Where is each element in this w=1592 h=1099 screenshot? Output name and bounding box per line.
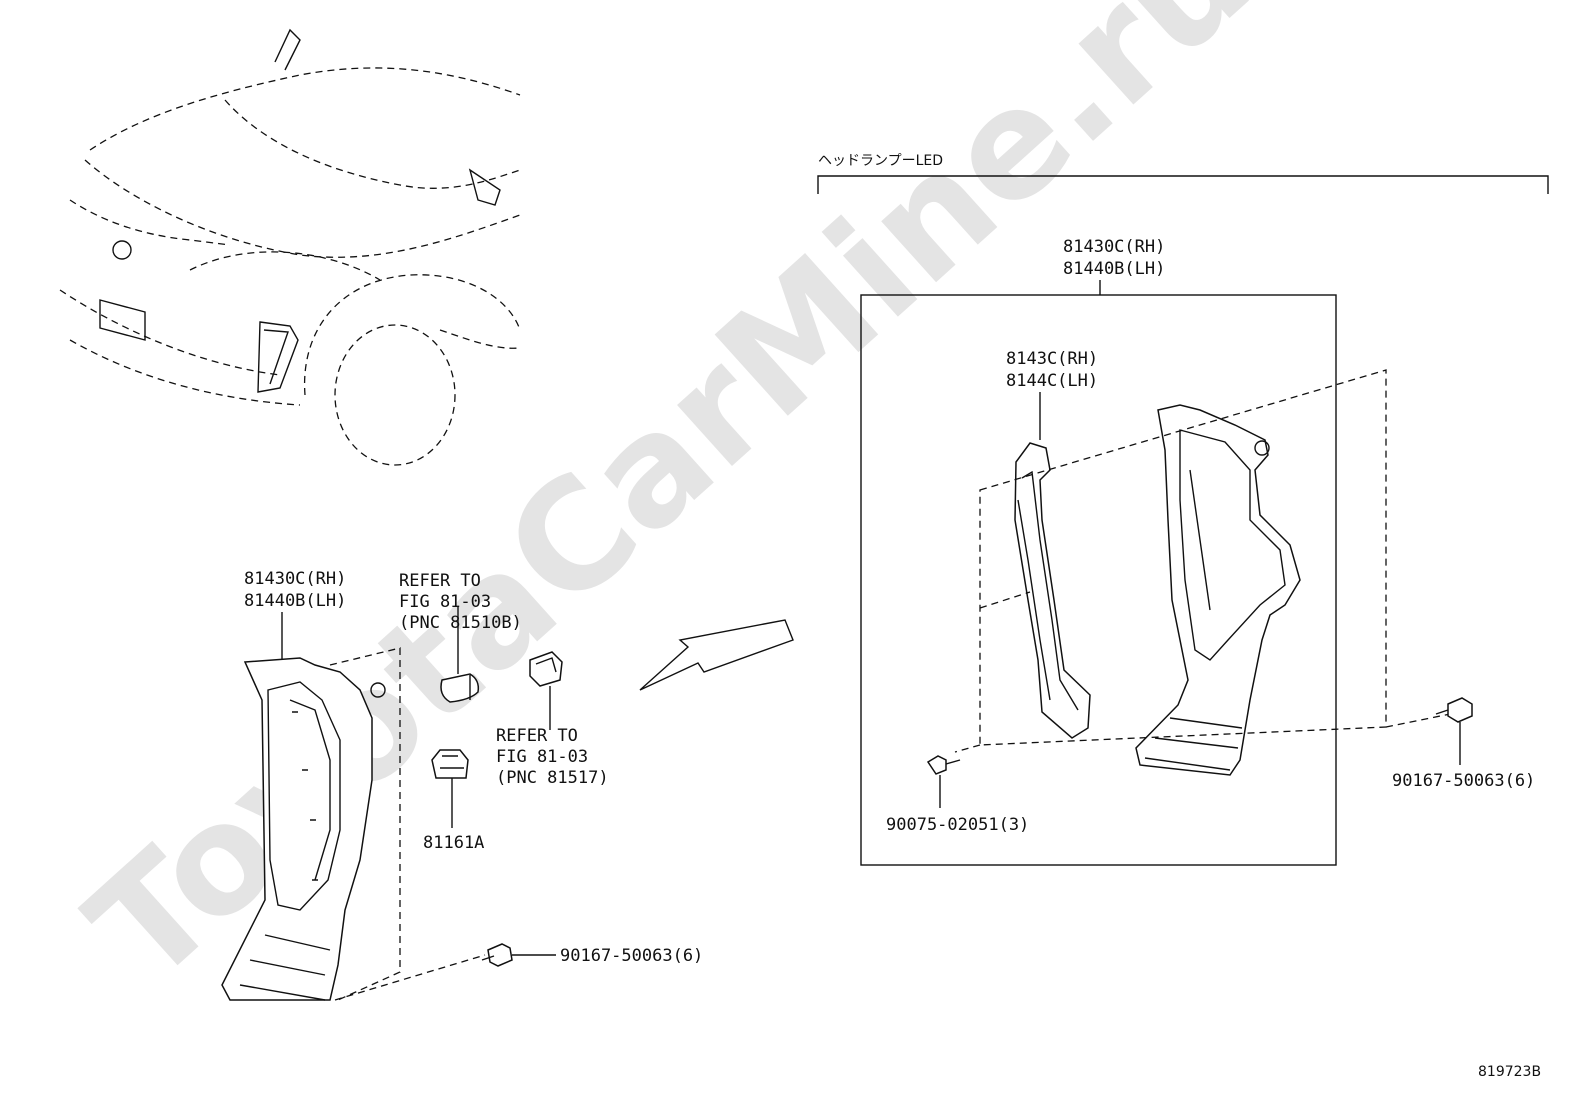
led-lens-label-lh: 8144C(LH) (1006, 371, 1098, 391)
car-front-sketch (59, 28, 521, 466)
left-headlamp-section: 81430C(RH) 81440B(LH) REFER TO FIG 81-03… (221, 569, 703, 1001)
figure-id: 819723B (1478, 1064, 1541, 1080)
led-bolt-label: 90167-50063(6) (1392, 771, 1535, 791)
left-bolt-label: 90167-50063(6) (560, 946, 703, 966)
bulb-socket-part (529, 651, 563, 687)
refer1-line3: (PNC 81510B) (399, 613, 522, 633)
socket-cap-part (431, 749, 469, 779)
left-assembly-label-lh: 81440B(LH) (244, 591, 346, 611)
left-assembly-label-rh: 81430C(RH) (244, 569, 346, 589)
led-assembly-label-rh: 81430C(RH) (1063, 237, 1165, 257)
left-bolt-part (481, 943, 513, 967)
left-headlamp-housing (221, 657, 386, 1001)
led-housing-part (1135, 404, 1301, 776)
wedge-bulb-part (440, 673, 480, 703)
led-section-title: ヘッドランプーLED (818, 153, 943, 169)
refer1-line2: FIG 81-03 (399, 592, 491, 612)
led-screw-part (926, 755, 961, 775)
refer2-line2: FIG 81-03 (496, 747, 588, 767)
socket-cap-label: 81161A (423, 833, 484, 853)
refer2-line3: (PNC 81517) (496, 768, 609, 788)
led-section: ヘッドランプーLED 81430C(RH) 81440B(LH) 8143C(R… (817, 153, 1549, 866)
led-bolt-part (1435, 697, 1473, 723)
led-screw-label: 90075-02051(3) (886, 815, 1029, 835)
led-lens-label-rh: 8143C(RH) (1006, 349, 1098, 369)
watermark-text: ToyotaCarMine.ru (58, 0, 1283, 1017)
led-assembly-frame (860, 294, 1337, 866)
view-direction-arrow (639, 619, 794, 691)
led-assembly-label-lh: 81440B(LH) (1063, 259, 1165, 279)
led-lens-part (1014, 442, 1091, 739)
refer2-line1: REFER TO (496, 726, 578, 746)
refer1-line1: REFER TO (399, 571, 481, 591)
